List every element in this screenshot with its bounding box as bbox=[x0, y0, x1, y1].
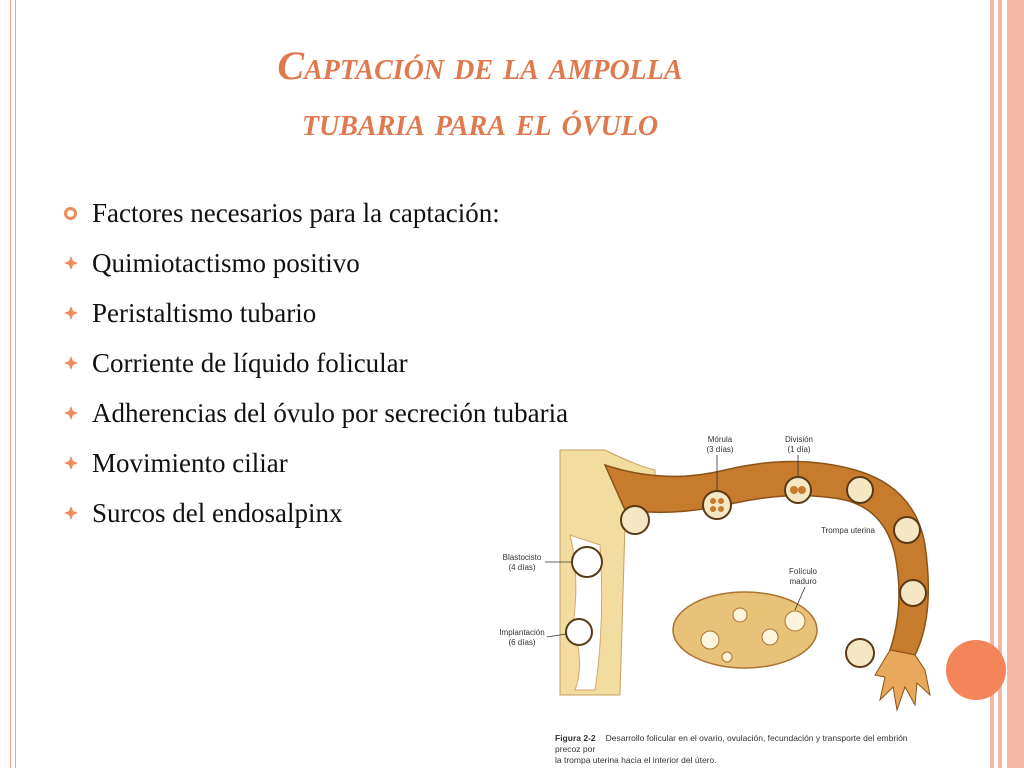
list-item: Surcos del endosalpinx bbox=[62, 488, 822, 538]
list-item: Adherencias del óvulo por secreción tuba… bbox=[62, 388, 822, 438]
title-line-1: Captación de la ampolla bbox=[277, 43, 683, 88]
list-item-text: Adherencias del óvulo por secreción tuba… bbox=[92, 397, 569, 428]
diamond-bullet-icon bbox=[62, 456, 92, 470]
list-item: Peristaltismo tubario bbox=[62, 288, 822, 338]
list-item-text: Quimiotactismo positivo bbox=[92, 247, 360, 278]
label-blastocisto: Blastocisto(4 días) bbox=[502, 553, 542, 572]
caption-line-1: Desarrollo folicular en el ovario, ovula… bbox=[555, 733, 908, 754]
label-morula: Mórula(3 días) bbox=[706, 435, 734, 454]
slide-title: Captación de la ampolla tubaria para el … bbox=[110, 38, 850, 150]
bullet-list: Factores necesarios para la captación: Q… bbox=[62, 188, 822, 538]
caption-label: Figura 2-2 bbox=[555, 733, 596, 743]
diamond-bullet-icon bbox=[62, 406, 92, 420]
diamond-bullet-icon bbox=[62, 506, 92, 520]
decorative-circle bbox=[946, 640, 1006, 700]
label-trompa: Trompa uterina bbox=[821, 526, 875, 535]
left-frame-border bbox=[10, 0, 16, 768]
morula-cell bbox=[702, 490, 732, 520]
implantation-cell bbox=[565, 618, 593, 646]
list-item: Corriente de líquido folicular bbox=[62, 338, 822, 388]
list-item-text: Corriente de líquido folicular bbox=[92, 347, 408, 378]
list-item: Quimiotactismo positivo bbox=[62, 238, 822, 288]
label-division: División(1 día) bbox=[784, 435, 813, 454]
diamond-bullet-icon bbox=[62, 256, 92, 270]
blastocyst-cell bbox=[571, 546, 603, 578]
list-heading-row: Factores necesarios para la captación: bbox=[62, 188, 822, 238]
diamond-bullet-icon bbox=[62, 356, 92, 370]
diamond-bullet-icon bbox=[62, 306, 92, 320]
caption-line-2: la trompa uterina hacia el interior del … bbox=[555, 755, 717, 765]
circle-bullet-icon bbox=[62, 206, 92, 220]
right-decorative-stripes bbox=[980, 0, 1024, 768]
fimbriae bbox=[874, 649, 931, 712]
uterine-tube-illustration bbox=[545, 449, 931, 712]
list-heading: Factores necesarios para la captación: bbox=[92, 197, 500, 228]
title-line-2: tubaria para el óvulo bbox=[301, 99, 659, 144]
anatomy-figure: Mórula(3 días) División(1 día) Trompa ut… bbox=[495, 425, 945, 768]
list-item-text: Peristaltismo tubario bbox=[92, 297, 317, 328]
list-item-text: Surcos del endosalpinx bbox=[92, 497, 343, 528]
label-implantacion: Implantación(6 días) bbox=[499, 628, 545, 647]
list-item-text: Movimiento ciliar bbox=[92, 447, 288, 478]
list-item: Movimiento ciliar bbox=[62, 438, 822, 488]
